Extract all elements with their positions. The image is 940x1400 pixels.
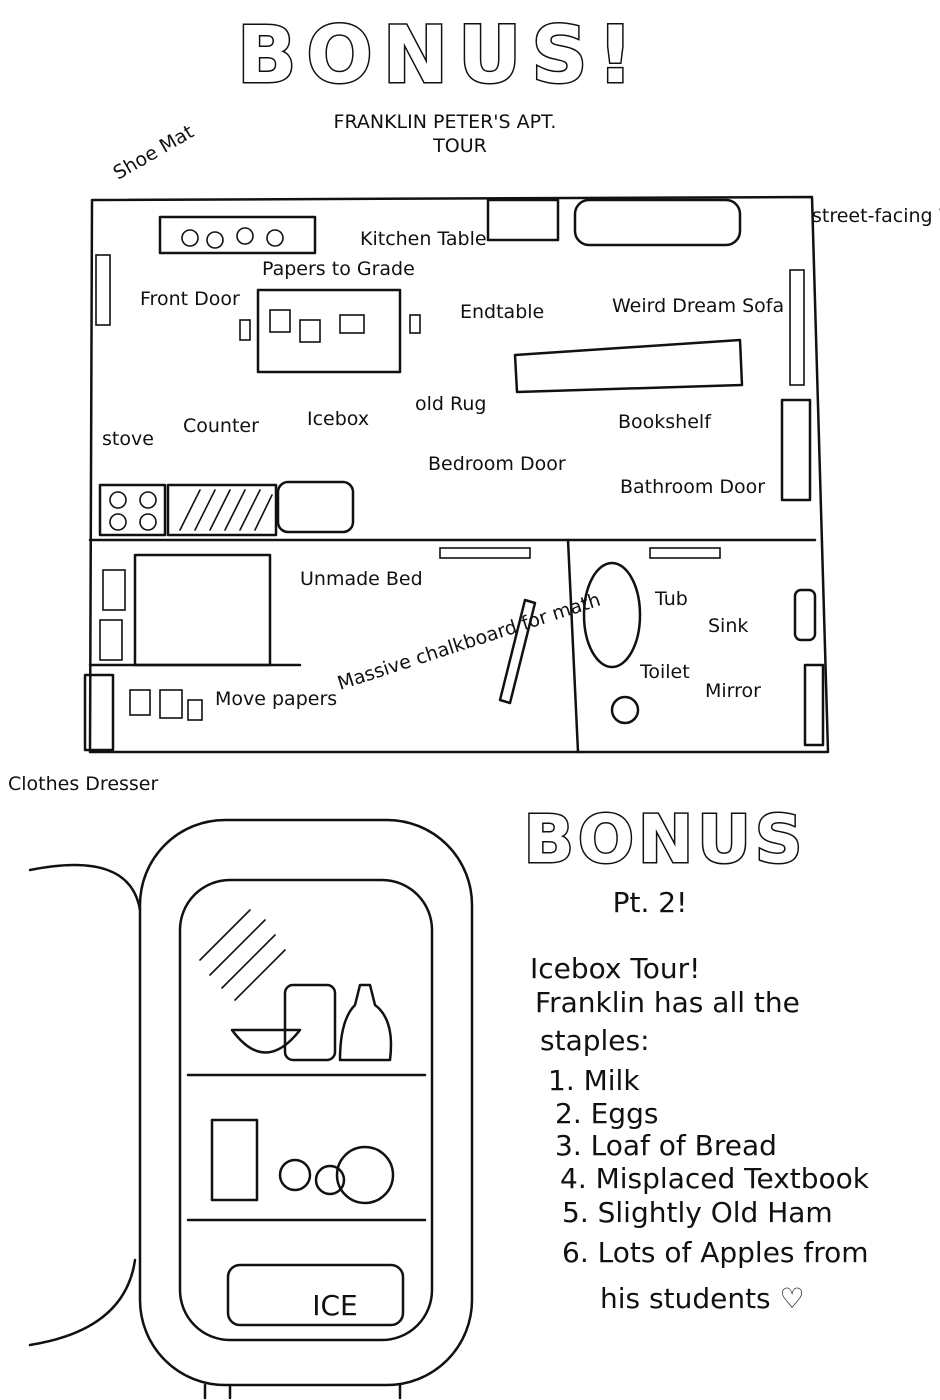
front-door [95, 254, 111, 326]
label-mirror: Mirror [705, 680, 761, 702]
label-chalkboard: Massive chalkboard for math [335, 589, 604, 695]
header-subtitle: FRANKLIN PETER'S APT. [334, 111, 557, 133]
apartment-outline [88, 195, 830, 754]
rug [513, 338, 744, 394]
bed [133, 553, 272, 667]
label-tub: Tub [654, 588, 688, 610]
part2-title: BONUS [524, 801, 807, 878]
header-subtitle-tour: TOUR [432, 135, 487, 157]
intro-line-3: staples: [540, 1024, 650, 1057]
list-item: 3. Loaf of Bread [555, 1129, 777, 1162]
dresser [83, 673, 115, 752]
counter [166, 483, 278, 537]
label-window: street-facing Window [812, 205, 940, 227]
bedroom-door [439, 547, 531, 559]
label-front-door: Front Door [140, 288, 240, 310]
label-bed: Unmade Bed [300, 568, 423, 590]
part2-subtitle: Pt. 2! [613, 886, 688, 919]
shoe-mat [158, 215, 317, 255]
floor-plan [83, 195, 830, 754]
egg-bowl [230, 1028, 302, 1054]
label-icebox: Icebox [307, 408, 369, 430]
ice-block [226, 1263, 405, 1327]
label-counter: Counter [183, 415, 259, 437]
power-cord [28, 863, 142, 912]
fridge-body [138, 818, 474, 1387]
list-item: 6. Lots of Apples from [562, 1236, 869, 1269]
bathroom-door [649, 547, 721, 559]
intro-line-1: Icebox Tour! [530, 952, 700, 985]
apple [278, 1158, 312, 1192]
kitchen-table [256, 288, 402, 374]
list-item: his students ♡ [600, 1282, 805, 1315]
ice-label: ICE [312, 1289, 358, 1322]
label-stove: stove [102, 428, 154, 450]
icebox-plan [276, 480, 355, 534]
mirror [803, 663, 825, 747]
list-item: 5. Slightly Old Ham [562, 1196, 833, 1229]
label-papers-to-grade: Papers to Grade [262, 258, 415, 280]
label-move-papers: Move papers [215, 688, 337, 710]
milk-jug [338, 983, 393, 1062]
tub [582, 561, 642, 669]
label-shoe-mat: Shoe Mat [110, 121, 198, 185]
end-table [486, 198, 560, 242]
label-bedroom-door: Bedroom Door [428, 453, 566, 475]
list-item: 1. Milk [548, 1064, 640, 1097]
fridge-interior [178, 878, 434, 1342]
label-bookshelf: Bookshelf [618, 411, 712, 433]
label-bathroom-door: Bathroom Door [620, 476, 765, 498]
intro-line-2: Franklin has all the [535, 986, 800, 1019]
chalkboard [498, 598, 537, 705]
list-item: 4. Misplaced Textbook [560, 1162, 870, 1195]
window [789, 269, 805, 386]
bed-bath-wall [566, 538, 580, 754]
ham [335, 1145, 395, 1205]
label-dresser: Clothes Dresser [8, 773, 158, 795]
part2-notes: BONUS Pt. 2! Icebox Tour! Franklin has a… [522, 800, 870, 1316]
sink [793, 588, 817, 642]
toilet [610, 695, 640, 725]
label-kitchen-table: Kitchen Table [360, 228, 487, 250]
textbook [210, 1118, 259, 1202]
stove [98, 483, 167, 537]
icebox-drawing: ICE [28, 818, 474, 1400]
label-sink: Sink [708, 615, 748, 637]
bread [283, 983, 337, 1062]
label-sofa: Weird Dream Sofa [612, 295, 784, 317]
bookshelf [780, 398, 812, 502]
label-rug: old Rug [415, 393, 486, 415]
label-end-table: Endtable [460, 301, 544, 323]
sofa [573, 198, 742, 247]
label-toilet: Toilet [639, 661, 690, 683]
list-item: 2. Eggs [555, 1097, 658, 1130]
floor-plan-labels: Shoe Mat Kitchen Table Papers to Grade F… [8, 121, 940, 795]
header-title: BONUS! [237, 11, 643, 101]
